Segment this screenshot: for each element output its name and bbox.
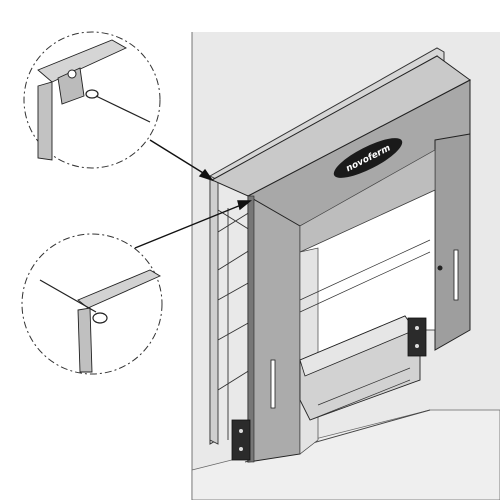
callout-top-rail xyxy=(37,81,53,161)
callout-top-bolt xyxy=(67,69,77,79)
callout-bottom-rail xyxy=(77,307,93,373)
callout-top-profile xyxy=(37,39,127,83)
top-curtain-top-edge xyxy=(210,55,471,197)
bumper-left-bolt-2 xyxy=(239,447,243,451)
logo-badge xyxy=(333,138,403,178)
right-curtain-fastener xyxy=(437,265,443,271)
bumper-left xyxy=(231,419,251,461)
leader-arrows xyxy=(134,139,252,249)
detail-callout-top xyxy=(23,31,161,169)
left-front-frame-edge xyxy=(247,195,255,463)
bumper-left-bolt-1 xyxy=(239,429,243,433)
callout-top-cable xyxy=(95,95,151,123)
bumper-right xyxy=(407,317,427,357)
dock-floor xyxy=(191,409,500,500)
callout-bottom-cable xyxy=(39,279,97,313)
inner-top-panel xyxy=(299,149,436,253)
callout-bottom-eyelet xyxy=(92,312,108,324)
left-curtain-slit xyxy=(270,359,276,409)
bumper-right-bolt-1 xyxy=(415,326,419,330)
callout-top-eyelet xyxy=(85,89,99,99)
bumper-right-bolt-2 xyxy=(415,344,419,348)
detail-callout-bottom xyxy=(21,233,163,375)
left-side-curtain xyxy=(247,195,301,463)
leveler-rails xyxy=(299,239,431,421)
right-side-curtain xyxy=(434,133,471,351)
ladder-struts xyxy=(217,208,251,440)
brand-logo: novoferm xyxy=(333,138,403,178)
inner-left-panel xyxy=(299,247,319,455)
right-curtain-slit xyxy=(453,249,459,301)
